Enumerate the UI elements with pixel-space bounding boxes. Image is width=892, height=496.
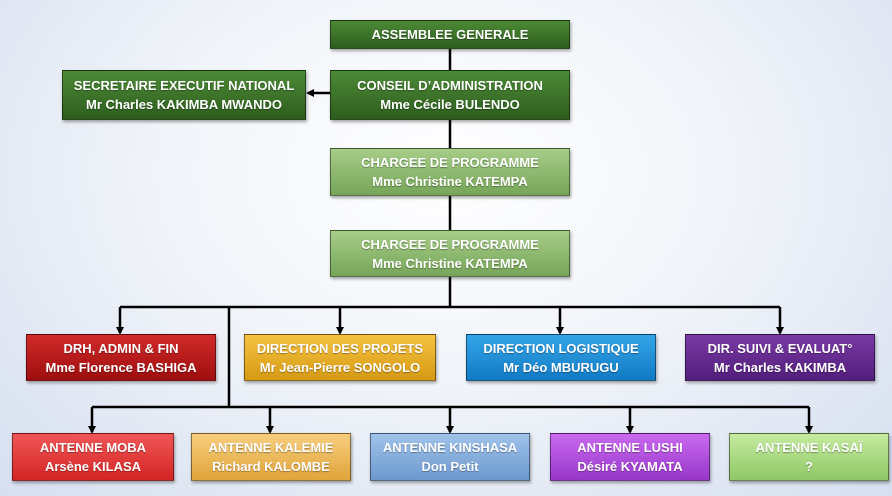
node-person: Arsène KILASA xyxy=(44,459,142,474)
node-secretaire-executif: SECRETAIRE EXECUTIF NATIONAL Mr Charles … xyxy=(62,70,306,120)
node-title: SECRETAIRE EXECUTIF NATIONAL xyxy=(73,78,295,93)
node-person: Mme Florence BASHIGA xyxy=(45,359,197,375)
node-chargee-programme-2: CHARGEE DE PROGRAMME Mme Christine KATEM… xyxy=(330,230,570,277)
node-antenne-kasai: ANTENNE KASAÏ ? xyxy=(729,433,889,481)
node-title: ANTENNE MOBA xyxy=(39,440,147,455)
node-direction-suivi-evaluation: DIR. SUIVI & EVALUAT° Mr Charles KAKIMBA xyxy=(685,334,875,381)
node-antenne-kalemie: ANTENNE KALEMIE Richard KALOMBE xyxy=(191,433,351,481)
node-antenne-lushi: ANTENNE LUSHI Désiré KYAMATA xyxy=(550,433,710,481)
node-title: DIRECTION DES PROJETS xyxy=(256,340,424,356)
node-title: CONSEIL D’ADMINISTRATION xyxy=(357,78,543,93)
node-person: Mme Christine KATEMPA xyxy=(372,255,528,271)
node-title: ANTENNE KASAÏ xyxy=(755,440,863,455)
node-title: ANTENNE LUSHI xyxy=(577,440,683,455)
node-title: CHARGEE DE PROGRAMME xyxy=(361,236,539,252)
node-person: Mr Charles KAKIMBA MWANDO xyxy=(86,97,282,112)
node-person: Désiré KYAMATA xyxy=(577,459,683,474)
node-person: Mme Cécile BULENDO xyxy=(380,97,520,112)
node-person: ? xyxy=(805,459,813,474)
node-person: Mr Charles KAKIMBA xyxy=(713,359,847,375)
node-person: Mr Jean-Pierre SONGOLO xyxy=(259,359,421,375)
node-antenne-kinshasa: ANTENNE KINSHASA Don Petit xyxy=(370,433,530,481)
node-title: CHARGEE DE PROGRAMME xyxy=(361,155,539,170)
node-title: DIR. SUIVI & EVALUAT° xyxy=(707,340,853,356)
node-title: ANTENNE KINSHASA xyxy=(382,440,518,455)
node-title: DRH, ADMIN & FIN xyxy=(63,340,179,356)
node-title: ASSEMBLEE GENERALE xyxy=(371,27,529,42)
node-assemblee-generale: ASSEMBLEE GENERALE xyxy=(330,20,570,49)
node-title: ANTENNE KALEMIE xyxy=(208,440,334,455)
node-direction-projets: DIRECTION DES PROJETS Mr Jean-Pierre SON… xyxy=(244,334,436,381)
node-antenne-moba: ANTENNE MOBA Arsène KILASA xyxy=(12,433,174,481)
node-title: DIRECTION LOGISTIQUE xyxy=(483,340,639,356)
node-person: Richard KALOMBE xyxy=(212,459,330,474)
node-person: Don Petit xyxy=(421,459,479,474)
node-person: Mme Christine KATEMPA xyxy=(372,174,528,189)
node-direction-logistique: DIRECTION LOGISTIQUE Mr Déo MBURUGU xyxy=(466,334,656,381)
node-direction-drh: DRH, ADMIN & FIN Mme Florence BASHIGA xyxy=(26,334,216,381)
node-person: Mr Déo MBURUGU xyxy=(503,359,619,375)
node-conseil-administration: CONSEIL D’ADMINISTRATION Mme Cécile BULE… xyxy=(330,70,570,120)
node-chargee-programme-1: CHARGEE DE PROGRAMME Mme Christine KATEM… xyxy=(330,148,570,196)
